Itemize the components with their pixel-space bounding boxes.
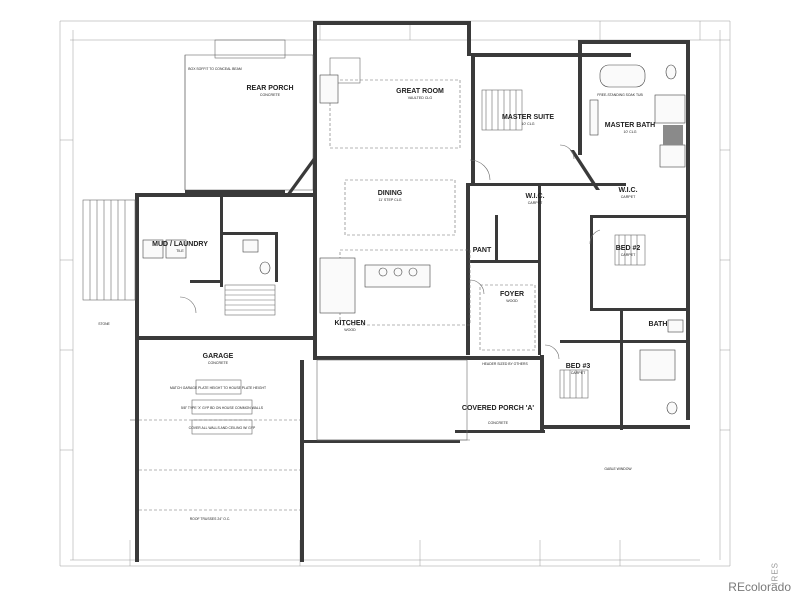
- room-finish: CARPET: [571, 371, 586, 375]
- stone-note: STONE: [98, 322, 110, 326]
- room-finish: VAULTED CLG: [408, 96, 433, 100]
- room-finish: CONCRETE: [260, 93, 281, 97]
- room-name: MASTER SUITE: [502, 114, 554, 121]
- room-name: BED #3: [566, 363, 591, 370]
- room-name: COVERED PORCH 'A': [462, 405, 535, 412]
- room-name: GREAT ROOM: [396, 88, 444, 95]
- roof-trusses-note: ROOF TRUSSES 24" O.C.: [190, 517, 231, 521]
- room-name: PANT: [473, 247, 492, 254]
- room-name: REAR PORCH: [246, 85, 293, 92]
- room-finish: CARPET: [621, 253, 636, 257]
- room-name: FOYER: [500, 291, 524, 298]
- room-finish: CONCRETE: [488, 421, 509, 425]
- gable-window-note: GABLE WINDOW: [604, 467, 632, 471]
- room-finish: 10' CLG: [623, 130, 636, 134]
- room-name: W.I.C.: [618, 187, 637, 194]
- room-finish: 11' STEP CLG: [378, 198, 401, 202]
- room-labels: REAR PORCH CONCRETE GREAT ROOM VAULTED C…: [152, 85, 667, 425]
- plan-notes: MATCH GARAGE PLATE HEIGHT TO HOUSE PLATE…: [98, 67, 643, 521]
- dimension-grid: [59, 20, 731, 567]
- room-finish: WOOD: [344, 328, 356, 332]
- room-name: MASTER BATH: [605, 122, 655, 129]
- walls: [135, 21, 690, 562]
- garage-note: COVER ALL WALLS AND CEILING W/ GYP: [189, 426, 256, 430]
- room-finish: CARPET: [621, 195, 636, 199]
- room-name: KITCHEN: [334, 320, 365, 327]
- room-name: MUD / LAUNDRY: [152, 241, 208, 248]
- room-name: DINING: [378, 190, 403, 197]
- room-name: GARAGE: [203, 353, 234, 360]
- garage-note: 5/8" TYPE 'X' GYP BD ON HOUSE COMMON WAL…: [181, 406, 264, 410]
- detail-lines: [82, 39, 646, 511]
- watermark: REcolorado: [728, 580, 791, 594]
- fixtures: [142, 64, 686, 415]
- room-finish: CARPET: [528, 201, 543, 205]
- room-finish: CONCRETE: [208, 361, 229, 365]
- room-finish: TILE: [176, 249, 184, 253]
- side-tag: IRES: [771, 562, 780, 585]
- room-finish: WOOD: [506, 299, 518, 303]
- tub-note: FREE-STANDING SOAK TUB: [597, 93, 643, 97]
- soffit-note: BOX SOFFIT TO CONCEAL BEAM: [188, 67, 242, 71]
- garage-note: MATCH GARAGE PLATE HEIGHT TO HOUSE PLATE…: [170, 386, 266, 390]
- room-name: W.I.C.: [525, 193, 544, 200]
- room-name: BATH: [649, 321, 668, 328]
- room-finish: 10' CLG: [521, 122, 534, 126]
- room-name: BED #2: [616, 245, 641, 252]
- header-note: HEADER SIZED BY OTHERS: [482, 362, 528, 366]
